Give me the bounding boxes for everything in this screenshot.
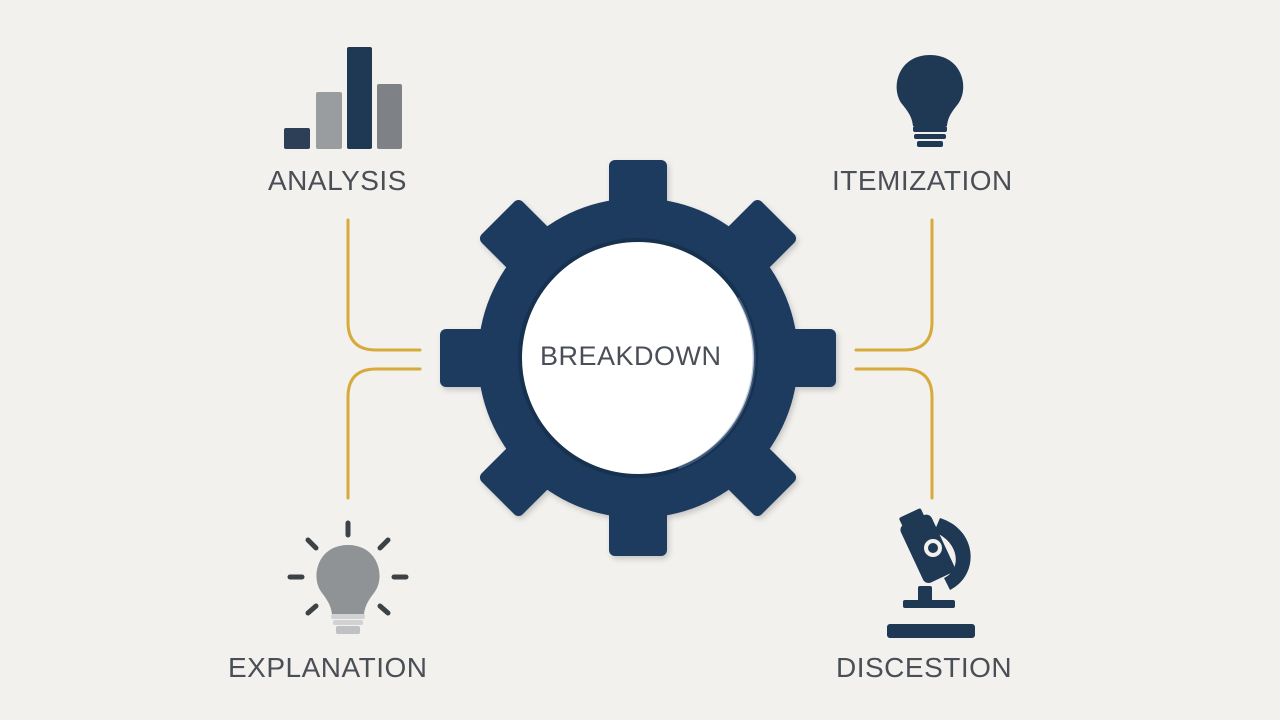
glowing-lightbulb-icon bbox=[287, 520, 409, 634]
node-label-analysis: ANALYSIS bbox=[268, 165, 407, 196]
microscope-icon bbox=[887, 508, 975, 638]
node-label-discestion: DISCESTION bbox=[836, 652, 1013, 683]
connector-explanation bbox=[346, 367, 422, 500]
node-label-explanation: EXPLANATION bbox=[228, 652, 428, 683]
lightbulb-icon bbox=[896, 55, 964, 147]
center-label: BREAKDOWN bbox=[540, 341, 722, 371]
connector-analysis bbox=[346, 218, 422, 352]
connector-lines bbox=[346, 218, 934, 500]
gear-icon bbox=[440, 160, 836, 556]
node-label-itemization: ITEMIZATION bbox=[832, 165, 1013, 196]
bar-chart-icon bbox=[284, 47, 402, 149]
connector-itemization bbox=[854, 218, 934, 352]
connector-discestion bbox=[854, 367, 934, 500]
